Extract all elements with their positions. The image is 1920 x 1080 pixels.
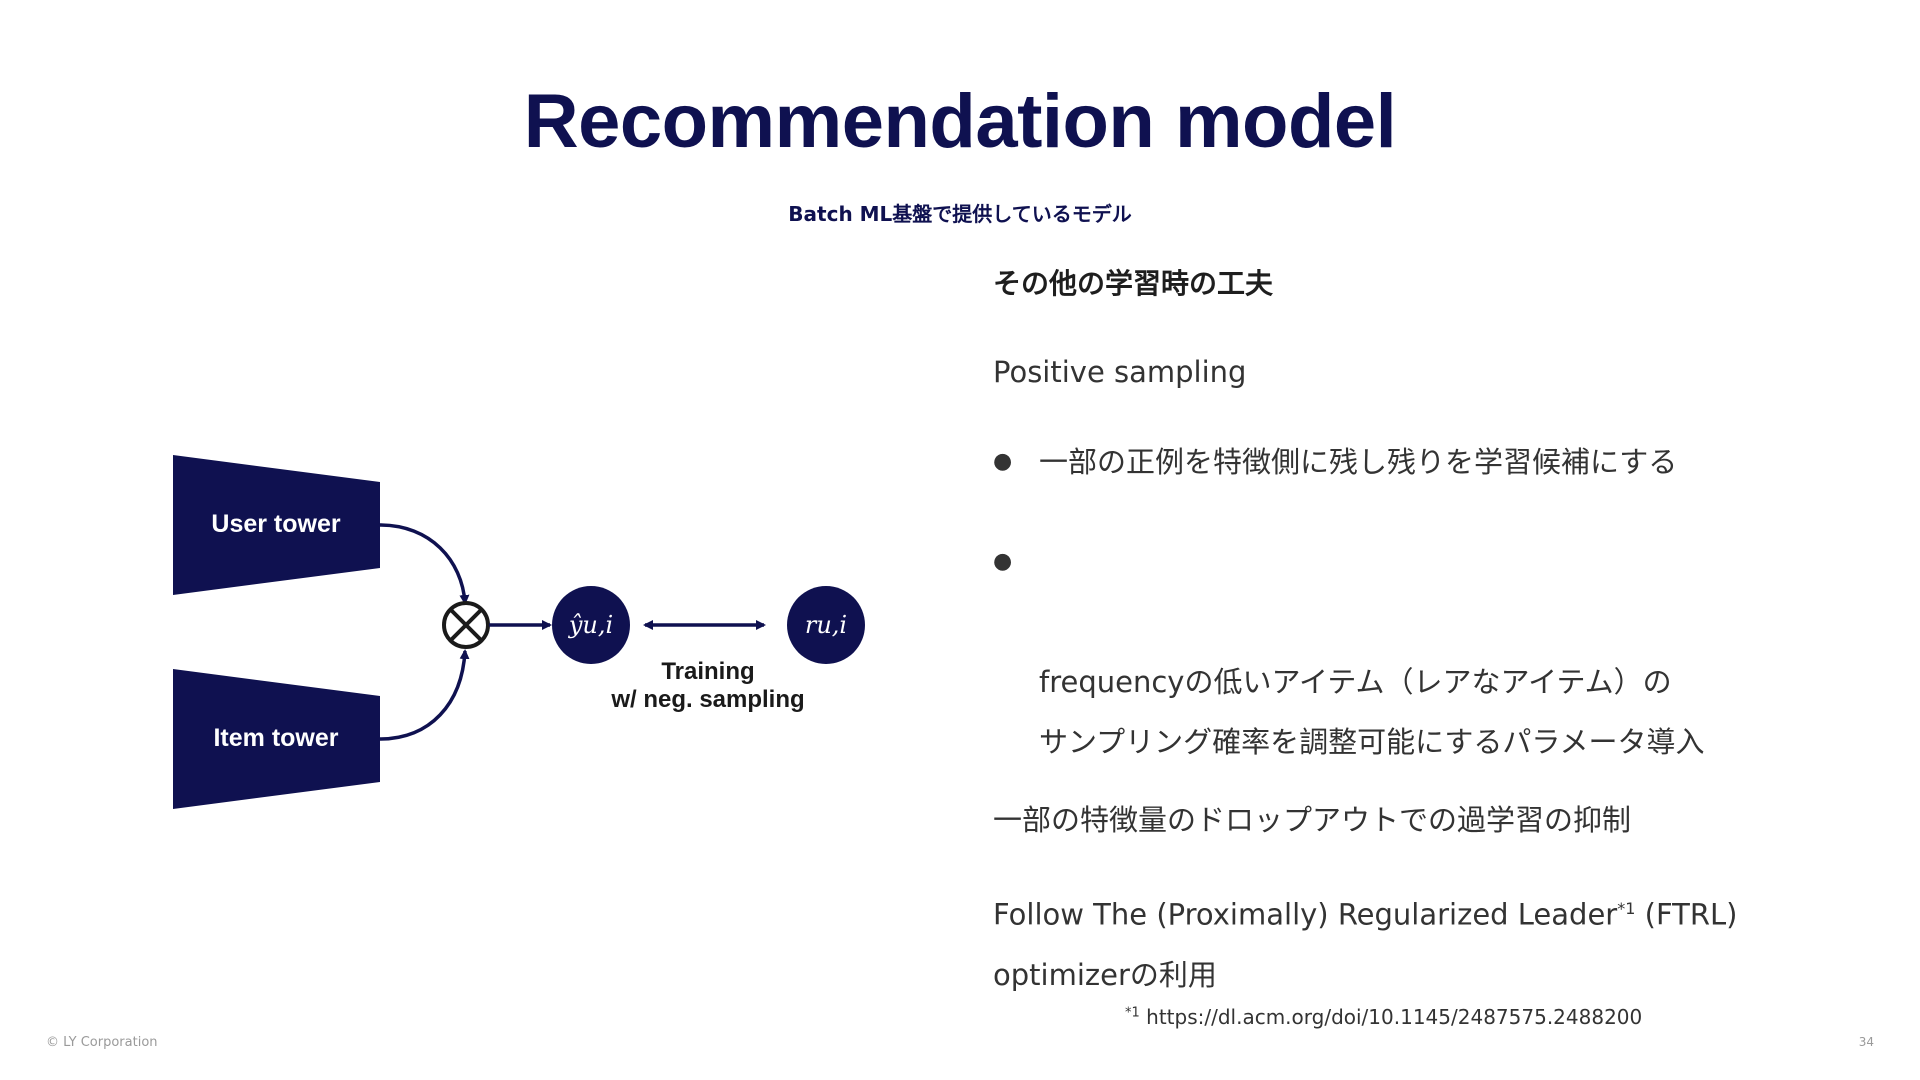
item-to-product-arrow	[379, 649, 470, 741]
ftrl-name: Follow The (Proximally) Regularized Lead…	[993, 898, 1618, 933]
training-label-line1: Training	[661, 658, 754, 685]
prediction-node	[552, 586, 630, 664]
footnote: *1 https://dl.acm.org/doi/10.1145/248757…	[1125, 1005, 1642, 1029]
training-label-line2: w/ neg. sampling	[610, 686, 804, 713]
user-tower-block	[173, 455, 380, 595]
positive-sampling-text: Positive sampling	[993, 355, 1247, 389]
slide-title: Recommendation model	[523, 79, 1397, 164]
techniques-panel: その他の学習時の工夫 Positive sampling ● 一部の正例を特徴側…	[993, 262, 1893, 1045]
bullet-text: frequencyの低いアイテム（レアなアイテム）の サンプリング確率を調整可能…	[1039, 664, 1705, 759]
user-tower-label: User tower	[211, 510, 340, 538]
item-tower-label: Item tower	[213, 724, 338, 752]
ftrl-footnote-ref: *1	[1617, 899, 1636, 919]
slide-subtitle: Batch ML基盤で提供しているモデル	[788, 202, 1132, 226]
item-tower-block	[173, 669, 380, 809]
section-heading: その他の学習時の工夫	[993, 267, 1274, 300]
multiply-node-icon	[442, 601, 490, 649]
footnote-url[interactable]: https://dl.acm.org/doi/10.1145/2487575.2…	[1146, 1005, 1643, 1029]
copyright-text: © LY Corporation	[46, 1035, 158, 1050]
bullet-item: ● frequencyの低いアイテム（レアなアイテム）の サンプリング確率を調整…	[993, 532, 1893, 772]
prediction-label: ŷu,i	[568, 611, 613, 639]
bullet-dot-icon: ●	[993, 448, 1013, 474]
page-number: 34	[1858, 1035, 1874, 1049]
bullet-text: 一部の正例を特徴側に残し残りを学習候補にする	[1039, 444, 1678, 479]
ftrl-abbrev: (FTRL)	[1635, 898, 1738, 933]
footnote-marker: *1	[1125, 1005, 1140, 1021]
dropout-text: 一部の特徴量のドロップアウトでの過学習の抑制	[993, 802, 1632, 837]
target-node	[787, 586, 865, 664]
bullet-dot-icon: ●	[993, 548, 1013, 574]
target-label: ru,i	[805, 611, 847, 639]
ftrl-line2: optimizerの利用	[993, 958, 1217, 993]
ftrl-text: Follow The (Proximally) Regularized Lead…	[993, 879, 1893, 1005]
bullet-item: ● 一部の正例を特徴側に残し残りを学習候補にする	[993, 432, 1893, 492]
user-to-product-arrow	[379, 523, 470, 605]
